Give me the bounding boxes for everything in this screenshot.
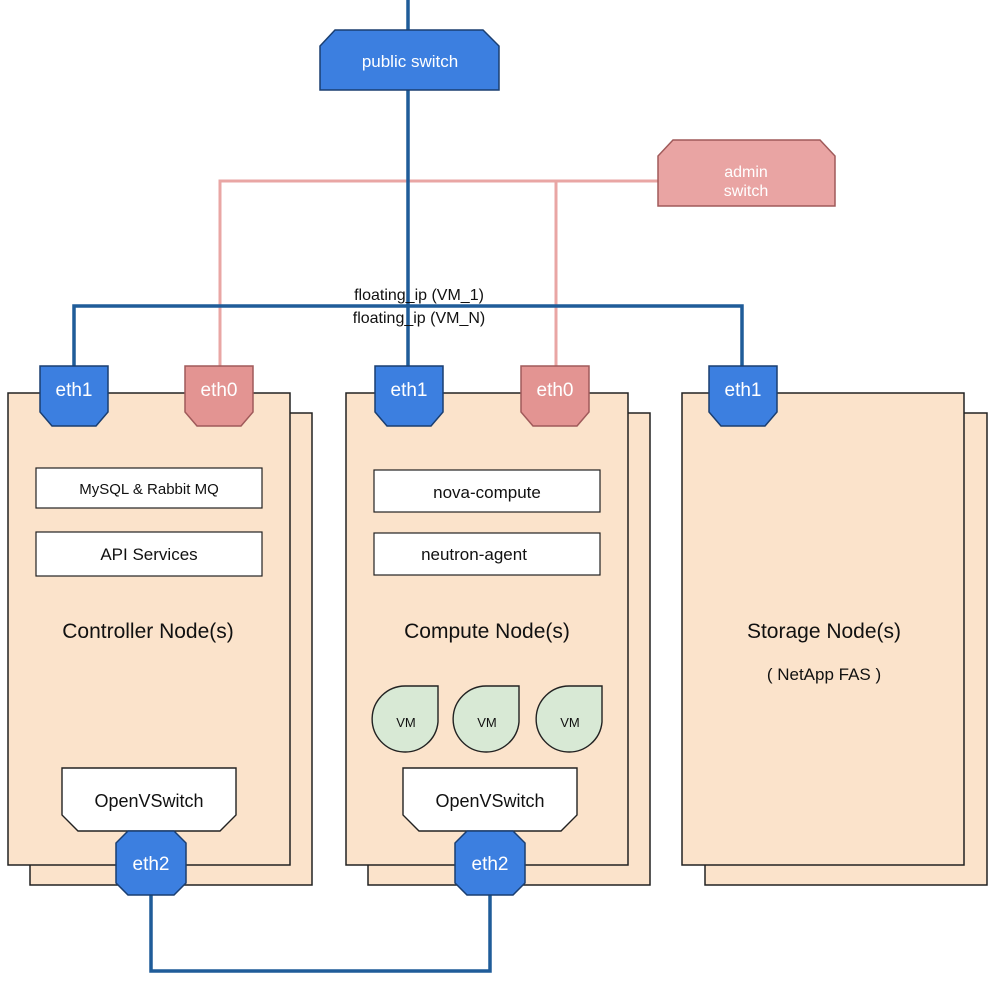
- admin-switch[interactable]: admin switch: [657, 139, 836, 207]
- admin-switch-label-line1: admin: [724, 164, 768, 181]
- public-network-lines: [72, 0, 744, 366]
- compute-eth2-label: eth2: [472, 854, 509, 875]
- controller-service-box-2: [35, 531, 263, 577]
- floating-ip-label-2: floating_ip (VM_N): [353, 310, 486, 327]
- vm-1-label: VM: [396, 715, 416, 730]
- floating-ip-label-1: floating_ip (VM_1): [354, 287, 484, 304]
- vm-1[interactable]: VM: [371, 685, 439, 753]
- vm-3[interactable]: VM: [535, 685, 603, 753]
- compute-eth1-label: eth1: [391, 380, 428, 401]
- public-switch[interactable]: public switch: [319, 29, 500, 91]
- controller-eth0-port[interactable]: eth0: [184, 365, 254, 427]
- vm-2-label: VM: [477, 715, 497, 730]
- controller-service-2: API Services: [100, 545, 197, 564]
- compute-node-title: Compute Node(s): [404, 620, 570, 643]
- controller-eth1-port[interactable]: eth1: [39, 365, 109, 427]
- storage-node-subtitle: ( NetApp FAS ): [767, 665, 881, 684]
- controller-eth2-label: eth2: [133, 854, 170, 875]
- controller-eth2-port[interactable]: eth2: [115, 830, 187, 896]
- controller-eth0-label: eth0: [201, 380, 238, 401]
- private-network-line: [149, 893, 492, 973]
- vm-3-label: VM: [560, 715, 580, 730]
- compute-eth0-label: eth0: [537, 380, 574, 401]
- public-switch-label: public switch: [362, 52, 458, 71]
- controller-openvswitch-label: OpenVSwitch: [94, 791, 203, 811]
- controller-service-1: MySQL & Rabbit MQ: [79, 481, 218, 498]
- compute-eth1-port[interactable]: eth1: [374, 365, 444, 427]
- compute-openvswitch[interactable]: OpenVSwitch: [402, 767, 578, 832]
- admin-switch-label-line2: switch: [724, 183, 768, 200]
- controller-eth1-label: eth1: [56, 380, 93, 401]
- storage-node-title: Storage Node(s): [747, 620, 901, 643]
- compute-service-1: nova-compute: [433, 483, 541, 502]
- storage-node-front: [681, 392, 965, 866]
- compute-eth0-port[interactable]: eth0: [520, 365, 590, 427]
- storage-eth1-label: eth1: [725, 380, 762, 401]
- compute-openvswitch-label: OpenVSwitch: [435, 791, 544, 811]
- controller-service-box-1: [35, 467, 263, 509]
- compute-eth2-port[interactable]: eth2: [454, 830, 526, 896]
- storage-eth1-port[interactable]: eth1: [708, 365, 778, 427]
- compute-service-box-1: [373, 469, 601, 513]
- compute-service-box-2: [373, 532, 601, 576]
- compute-service-2: neutron-agent: [421, 545, 527, 564]
- vm-2[interactable]: VM: [452, 685, 520, 753]
- controller-openvswitch[interactable]: OpenVSwitch: [61, 767, 237, 832]
- controller-node-title: Controller Node(s): [62, 620, 234, 643]
- admin-network-lines: [218, 179, 658, 366]
